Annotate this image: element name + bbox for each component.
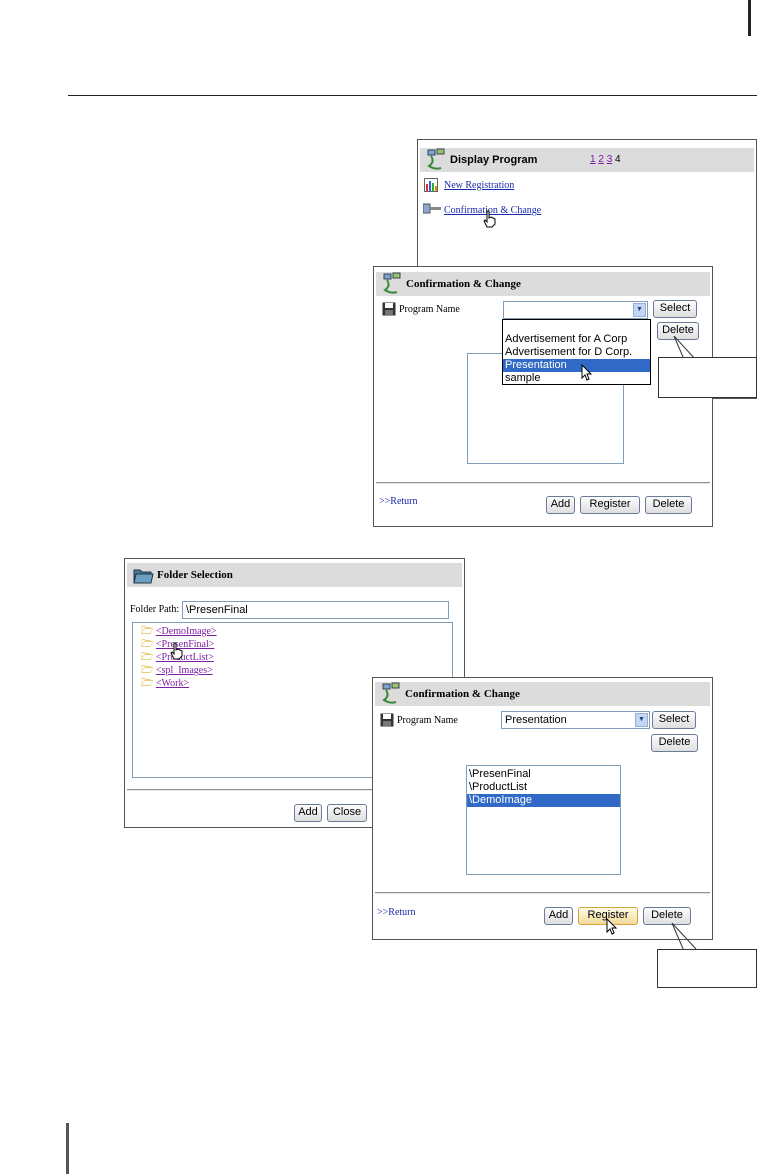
folder-icon: 🗁 [141, 678, 154, 689]
delete-button[interactable]: Delete [645, 496, 692, 514]
arrow-cursor-icon [606, 918, 618, 935]
register-button[interactable]: Register [578, 907, 638, 925]
page-nav: 1 2 3 4 [590, 154, 621, 165]
folder-close-button[interactable]: Close [327, 804, 367, 822]
page-left-bar [66, 1123, 69, 1174]
folder-item-label[interactable]: <DemoImage> [155, 626, 217, 637]
chart-icon [424, 178, 438, 192]
folder-path-value: \PresenFinal [186, 604, 248, 616]
chevron-down-icon[interactable]: ▼ [635, 713, 648, 727]
dropdown-option[interactable]: Advertisement for A Corp [505, 333, 628, 345]
select-button[interactable]: Select [653, 300, 697, 318]
folder-item-label[interactable]: <Work> [155, 678, 190, 689]
folder-titlebar: Folder Selection [127, 563, 462, 587]
confirmation-window-top: Confirmation & Change Program Name ▼ Sel… [373, 266, 713, 527]
confirmation-top-title: Confirmation & Change [406, 278, 521, 290]
folder-icon: 🗁 [141, 626, 154, 637]
confirmation-bottom-titlebar: Confirmation & Change [375, 682, 710, 706]
folder-icon: 🗁 [141, 652, 154, 663]
program-name-select[interactable]: Presentation ▼ [501, 711, 650, 729]
return-link[interactable]: >>Return [377, 907, 416, 918]
add-button[interactable]: Add [544, 907, 573, 925]
current-page: 4 [615, 154, 621, 165]
floppy-disk-icon [382, 302, 396, 316]
page-link-1[interactable]: 1 [590, 154, 596, 165]
callout-pointer [671, 923, 697, 952]
program-name-label: Program Name [399, 304, 460, 315]
hand-cursor-icon [483, 210, 496, 228]
return-link[interactable]: >>Return [379, 496, 418, 507]
folder-item[interactable]: 🗁 <spl_Images> [139, 664, 452, 677]
folder-item-label[interactable]: <ProductList> [155, 652, 214, 663]
callout-box [658, 357, 757, 398]
divider [375, 892, 710, 894]
program-name-dropdown[interactable]: Advertisement for A Corp Advertisement f… [502, 319, 651, 385]
divider [376, 482, 710, 484]
folder-icon: 🗁 [141, 665, 154, 676]
confirmation-bottom-title: Confirmation & Change [405, 688, 520, 700]
folder-path-label: Folder Path: [130, 604, 180, 615]
display-program-title: Display Program [450, 154, 538, 166]
program-name-select-value: Presentation [505, 714, 567, 726]
folder-path-input[interactable]: \PresenFinal [182, 601, 449, 619]
page-right-marker [748, 0, 751, 36]
folder-icon: 🗁 [141, 639, 154, 650]
display-program-titlebar: Display Program 1 2 3 4 [420, 148, 754, 172]
folder-list-item-selected[interactable]: \DemoImage [467, 794, 620, 807]
dropdown-option[interactable]: Advertisement for D Corp. [505, 346, 633, 358]
dropdown-option[interactable]: sample [505, 372, 541, 384]
network-icon [382, 682, 400, 704]
folder-item-label[interactable]: <PresenFinal> [155, 639, 215, 650]
page-link-2[interactable]: 2 [598, 154, 604, 165]
dropdown-option-selected[interactable]: Presentation [503, 359, 650, 372]
arrow-cursor-icon [581, 364, 593, 381]
divider [127, 789, 462, 791]
select-button[interactable]: Select [652, 711, 696, 729]
folder-item[interactable]: 🗁 <ProductList> [139, 651, 452, 664]
program-name-select[interactable]: ▼ [503, 301, 648, 319]
hand-cursor-icon [170, 642, 183, 660]
folder-selection-title: Folder Selection [157, 569, 233, 581]
delete-program-button[interactable]: Delete [657, 322, 699, 340]
network-icon [427, 148, 445, 170]
program-name-label: Program Name [397, 715, 458, 726]
key-link-icon [423, 203, 441, 214]
confirmation-window-bottom: Confirmation & Change Program Name Prese… [372, 677, 713, 940]
add-button[interactable]: Add [546, 496, 575, 514]
page-top-rule [68, 95, 757, 96]
folder-item[interactable]: 🗁 <DemoImage> [139, 625, 452, 638]
folder-item[interactable]: 🗁 <PresenFinal> [139, 638, 452, 651]
folder-list-item[interactable]: \ProductList [469, 781, 528, 793]
folder-item-label[interactable]: <spl_Images> [155, 665, 213, 676]
delete-program-button[interactable]: Delete [651, 734, 698, 752]
register-button[interactable]: Register [580, 496, 640, 514]
confirmation-change-link[interactable]: Confirmation & Change [444, 205, 542, 216]
network-icon [383, 272, 401, 294]
callout-box [657, 949, 757, 988]
new-registration-link[interactable]: New Registration [444, 180, 515, 191]
confirmation-top-titlebar: Confirmation & Change [376, 272, 710, 296]
delete-button[interactable]: Delete [643, 907, 691, 925]
page-link-3[interactable]: 3 [606, 154, 613, 165]
folder-icon [133, 569, 154, 584]
floppy-disk-icon [380, 713, 394, 727]
folder-listbox[interactable]: \PresenFinal \ProductList \DemoImage [466, 765, 621, 875]
folder-add-button[interactable]: Add [294, 804, 322, 822]
chevron-down-icon[interactable]: ▼ [633, 303, 646, 317]
folder-list-item[interactable]: \PresenFinal [469, 768, 531, 780]
folder-item[interactable]: 🗁 <Work> [139, 677, 452, 690]
